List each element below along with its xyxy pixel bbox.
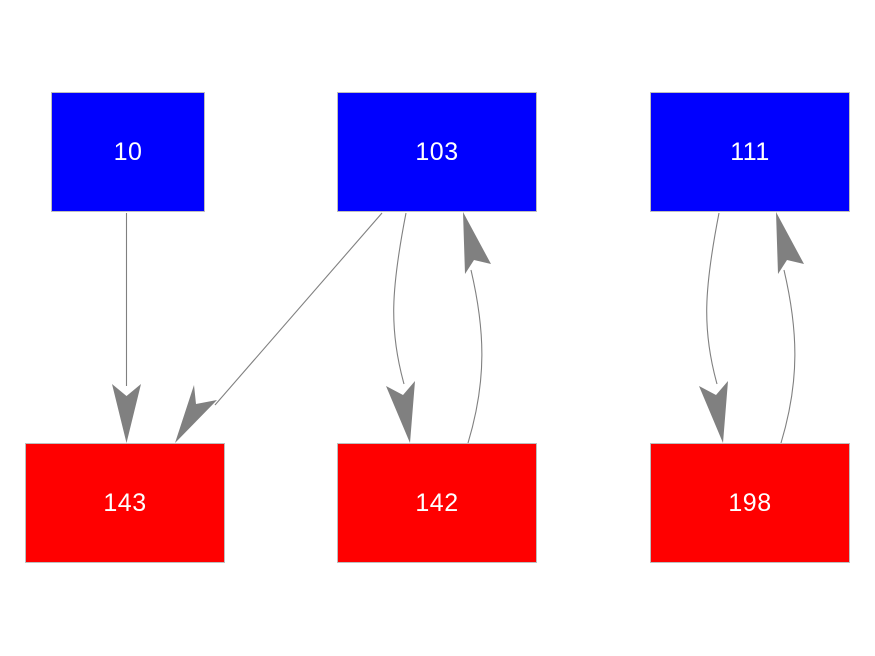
- edge-line: [467, 269, 483, 444]
- arrowhead-icon: [112, 384, 141, 443]
- node-142[interactable]: 142: [337, 443, 537, 563]
- node-label: 10: [113, 137, 143, 166]
- edge-111-to-198[interactable]: [699, 212, 728, 443]
- edge-line: [393, 212, 407, 385]
- node-10[interactable]: 10: [51, 92, 205, 212]
- node-label: 142: [415, 488, 459, 517]
- edge-line: [214, 212, 383, 406]
- edge-10-to-143[interactable]: [112, 213, 141, 443]
- node-103[interactable]: 103: [337, 92, 537, 212]
- node-label: 103: [415, 137, 459, 166]
- arrowhead-icon: [175, 385, 217, 443]
- arrowhead-icon: [776, 212, 804, 274]
- edge-103-to-143[interactable]: [175, 212, 383, 443]
- node-111[interactable]: 111: [650, 92, 850, 212]
- node-label: 198: [728, 488, 772, 517]
- arrowhead-icon: [463, 212, 491, 274]
- arrowhead-icon: [386, 381, 415, 443]
- node-198[interactable]: 198: [650, 443, 850, 563]
- edge-line: [780, 269, 796, 444]
- edge-198-to-111[interactable]: [776, 212, 804, 444]
- edge-line: [706, 212, 720, 385]
- edge-142-to-103[interactable]: [463, 212, 491, 444]
- node-label: 111: [730, 137, 770, 166]
- node-143[interactable]: 143: [25, 443, 225, 563]
- arrowhead-icon: [699, 381, 728, 443]
- node-label: 143: [103, 488, 147, 517]
- edge-103-to-142[interactable]: [386, 212, 415, 443]
